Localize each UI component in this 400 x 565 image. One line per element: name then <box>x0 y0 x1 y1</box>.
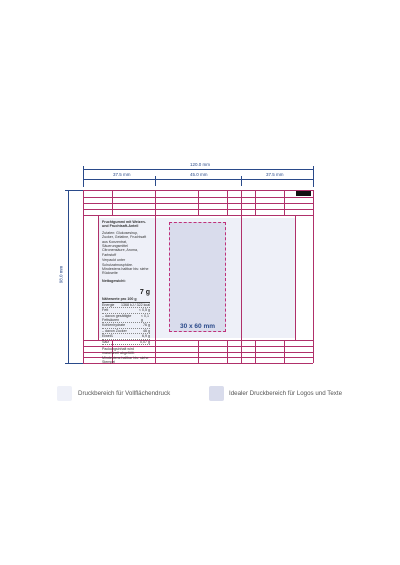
nutrition-row-name: – davon gesättigte Fettsäuren <box>102 313 132 322</box>
nutrition-row: Energie 1368 kJ / 322 kcal <box>102 302 150 309</box>
grid-line <box>284 340 285 363</box>
nutrition-row: – davon Zucker 46 g <box>102 328 150 335</box>
grid-line <box>313 190 314 363</box>
barcode-mark <box>296 191 311 196</box>
dim-tick-panel-2 <box>241 176 242 186</box>
logo-area-size-label: 30 x 60 mm <box>179 323 216 330</box>
label-footer: Packungsinhalt wird maschinell abgefüllt… <box>102 346 149 365</box>
nutrition-row-value: < 0,1 g <box>140 313 150 322</box>
nutrition-row: – davon gesättigte Fettsäuren < 0,1 g <box>102 314 150 324</box>
nutrition-row: Kohlenhydrate 76 g <box>102 323 150 329</box>
net-weight-value: 7 g <box>139 289 150 297</box>
grid-line <box>155 190 156 363</box>
nutrition-row-value: 76 g <box>143 323 150 328</box>
nutrition-row-name: Fett <box>102 308 109 313</box>
grid-line <box>112 340 113 363</box>
nutrition-row-name: – davon Zucker <box>102 328 127 333</box>
nutrition-row-value: < 0,5 g <box>138 308 150 313</box>
grid-line <box>198 340 199 363</box>
height-line <box>68 190 69 363</box>
grid-line <box>198 190 199 215</box>
panel-width-line <box>83 179 313 180</box>
grid-line <box>295 215 296 340</box>
nutrition-title: Nährwerte pro 100 g <box>102 297 150 303</box>
grid-line <box>98 215 99 340</box>
grid-line <box>83 363 313 364</box>
grid-line <box>255 340 256 363</box>
nutrition-row-value: 6,9 g <box>142 334 150 339</box>
net-weight-label: Nettogewicht: <box>102 278 126 283</box>
grid-line <box>227 190 228 215</box>
total-width-label: 120.0 mm <box>190 162 211 167</box>
ingredients-2: Verpackt unter Schutzatmosphäre. Mindest… <box>102 258 149 276</box>
grid-line <box>227 340 228 363</box>
full-print-area-right <box>241 218 295 338</box>
nutrition-row-name: Kohlenhydrate <box>102 323 126 328</box>
nutrition-row-value: 0,07 g <box>140 339 150 344</box>
grid-line <box>284 190 285 215</box>
height-label: 98.0 mm <box>58 265 64 284</box>
nutrition-row: Salz 0,07 g <box>102 340 150 345</box>
ingredients-1: Zutaten: Glukosesirup, Zucker, Gelatine,… <box>102 230 147 257</box>
center-panel-width-label: 45.0 mm <box>190 172 208 177</box>
logo-print-area <box>169 222 226 332</box>
height-tick-bottom <box>65 363 83 364</box>
grid-line <box>255 190 256 215</box>
total-width-line <box>83 169 313 170</box>
dim-tick-right <box>313 166 314 187</box>
grid-line <box>241 190 242 363</box>
nutrition-row-value: 1368 kJ / 322 kcal <box>121 302 150 307</box>
nutrition-row-name: Energie <box>102 302 115 307</box>
grid-line <box>83 215 313 216</box>
logo-print-swatch <box>209 386 224 401</box>
left-panel-width-label: 37.5 mm <box>113 172 131 177</box>
grid-line <box>83 190 84 363</box>
dim-tick-panel-1 <box>155 176 156 186</box>
product-title: Fruchtgummi mit Weizen- und Fruchtsaft-A… <box>102 220 146 229</box>
nutrition-row: Eiweiß 6,9 g <box>102 334 150 340</box>
nutrition-row-value: 46 g <box>143 328 150 333</box>
full-print-swatch <box>57 386 72 401</box>
grid-line <box>112 190 113 215</box>
nutrition-row-name: Salz <box>102 339 109 344</box>
height-tick-top <box>65 190 83 191</box>
nutrition-row: Fett < 0,5 g <box>102 308 150 314</box>
nutrition-row-name: Eiweiß <box>102 334 113 339</box>
right-panel-width-label: 37.5 mm <box>266 172 284 177</box>
logo-print-legend-label: Idealer Druckbereich für Logos und Texte <box>229 390 343 397</box>
dim-tick-left <box>83 166 84 187</box>
full-print-legend-label: Druckbereich für Vollflächendruck <box>78 390 171 397</box>
full-print-area-left <box>98 218 155 338</box>
label-text-block: Fruchtgummi mit Weizen- und Fruchtsaft-A… <box>102 220 150 365</box>
